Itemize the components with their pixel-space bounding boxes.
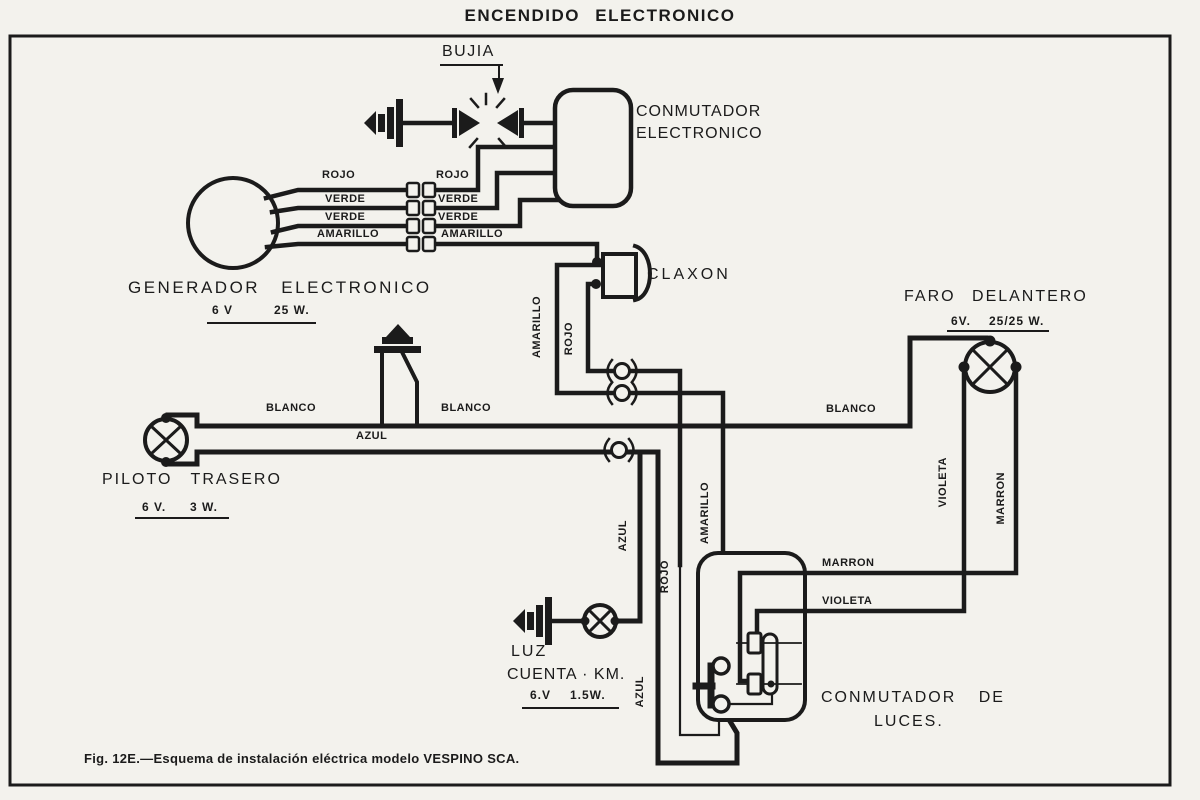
wire-label-rojo-vertical: ROJO bbox=[659, 560, 671, 594]
claxon-symbol bbox=[601, 252, 638, 299]
speedo-lamp-watt: 1.5W. bbox=[570, 688, 606, 702]
wire-label-amarillo: AMARILLO bbox=[317, 228, 380, 240]
connector-block bbox=[405, 181, 437, 253]
light-switch-label-line1: CONMUTADOR DE bbox=[821, 689, 1005, 706]
headlight-label: FARO DELANTERO bbox=[904, 288, 1088, 305]
headlight-volt: 6V. bbox=[951, 314, 971, 328]
wire-label-violeta: VIOLETA bbox=[822, 595, 873, 607]
headlight-watt: 25/25 W. bbox=[989, 314, 1045, 328]
wire-label-verde: VERDE bbox=[438, 211, 479, 223]
figure-caption: Fig. 12E.—Esquema de instalación eléctri… bbox=[84, 751, 520, 766]
ground-symbol-bujia bbox=[364, 99, 403, 147]
wire-label-verde: VERDE bbox=[325, 193, 366, 205]
wire-label-rojo-vertical: ROJO bbox=[563, 322, 575, 356]
wire-label-verde: VERDE bbox=[438, 193, 479, 205]
bullet-connectors bbox=[603, 358, 638, 463]
wire-label-amarillo: AMARILLO bbox=[441, 228, 504, 240]
claxon-label: CLAXON bbox=[647, 266, 731, 283]
speedo-lamp-volt: 6.V bbox=[530, 688, 552, 702]
wire-label-azul: AZUL bbox=[356, 430, 388, 442]
cdi-label-line2: ELECTRONICO bbox=[636, 125, 763, 142]
diagram-border bbox=[8, 34, 1172, 787]
wire-label-blanco: BLANCO bbox=[441, 402, 492, 414]
tail-light-watt: 3 W. bbox=[190, 500, 219, 514]
wire-label-amarillo-vertical: AMARILLO bbox=[531, 296, 543, 359]
cdi-box bbox=[552, 87, 634, 209]
generator-volt: 6 V bbox=[212, 303, 234, 317]
ground-symbol-frame bbox=[374, 324, 421, 353]
spark-gap-symbol bbox=[452, 78, 524, 138]
wire-label-marron: MARRON bbox=[822, 557, 875, 569]
tail-light-label: PILOTO TRASERO bbox=[102, 471, 282, 488]
tail-light-volt: 6 V. bbox=[142, 500, 167, 514]
wire-label-blanco: BLANCO bbox=[826, 403, 877, 415]
cdi-label-line1: CONMUTADOR bbox=[636, 103, 762, 120]
wire-label-azul-vertical: AZUL bbox=[634, 676, 646, 708]
page-title: ENCENDIDO ELECTRONICO bbox=[464, 6, 736, 25]
speedo-lamp-label-line1: LUZ bbox=[511, 643, 548, 660]
generator-watt: 25 W. bbox=[274, 303, 310, 317]
generator-symbol bbox=[186, 176, 280, 270]
light-switch-label-line2: LUCES. bbox=[874, 713, 944, 730]
wire-label-verde: VERDE bbox=[325, 211, 366, 223]
bujia-label: BUJIA bbox=[442, 43, 495, 60]
wire-label-marron-vertical: MARRON bbox=[995, 472, 1007, 525]
generator-label: GENERADOR ELECTRONICO bbox=[128, 278, 432, 297]
wire-label-rojo: ROJO bbox=[322, 169, 356, 181]
wire-label-azul-vertical: AZUL bbox=[617, 520, 629, 552]
wire-label-rojo: ROJO bbox=[436, 169, 470, 181]
wire-label-violeta-vertical: VIOLETA bbox=[937, 457, 949, 508]
wire-label-amarillo-vertical: AMARILLO bbox=[699, 482, 711, 545]
ground-symbol-speedo bbox=[513, 597, 552, 645]
speedo-lamp-label-line2: CUENTA · KM. bbox=[507, 666, 626, 683]
wire-label-blanco: BLANCO bbox=[266, 402, 317, 414]
